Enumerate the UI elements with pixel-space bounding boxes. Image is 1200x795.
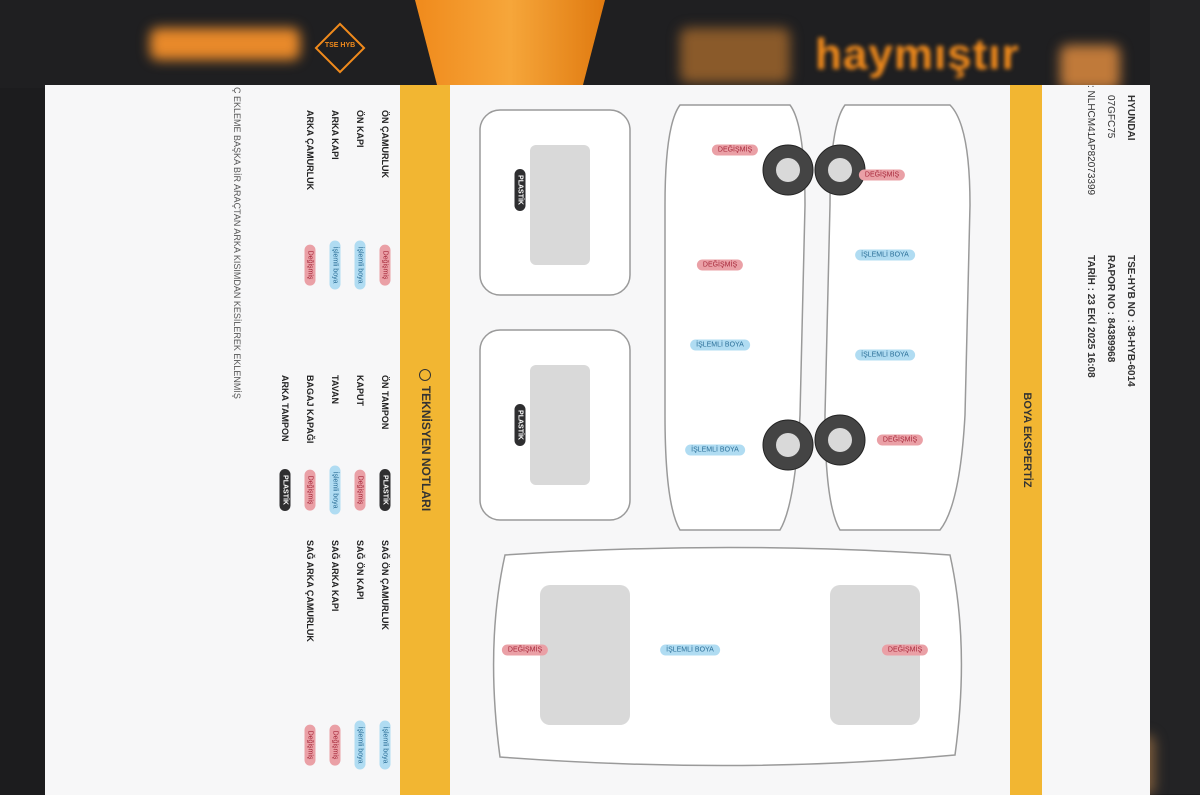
note-part-label: ÖN ÇAMURLUK — [380, 110, 390, 178]
diagram-status-badge: DEĞİŞMİŞ — [881, 644, 929, 656]
info-report-no: RAPOR NO : 84389968 — [1105, 255, 1116, 363]
diagram-status-badge: PLASTİK — [514, 404, 526, 446]
blurred-emblem — [680, 28, 790, 83]
diagram-status-badge: İŞLEMLİ BOYA — [660, 644, 720, 656]
brand-logo: haymıştır — [815, 30, 1020, 79]
note-status-badge: İşlemli boya — [354, 240, 366, 290]
note-part-label: SAĞ ARKA KAPI — [330, 540, 340, 612]
note-part-label: ARKA KAPI — [330, 110, 340, 160]
notes-title-wrap: TEKNİSYEN NOTLARI — [419, 85, 433, 795]
diagram-status-badge: İŞLEMLİ BOYA — [855, 349, 915, 361]
diagram-status-badge: DEĞİŞMİŞ — [501, 644, 549, 656]
note-status-badge: Değişmiş — [379, 244, 391, 286]
diagram-status-badge: İŞLEMLİ BOYA — [685, 444, 745, 456]
tse-logo-text: TSE HYB — [324, 42, 356, 49]
right-dark-edge — [1150, 0, 1200, 794]
note-status-badge: PLASTİK — [279, 469, 291, 511]
info-tse-no: TSE-HYB NO : 38-HYB-6014 — [1125, 255, 1136, 387]
notes-title: TEKNİSYEN NOTLARI — [419, 385, 433, 512]
note-part-label: ARKA TAMPON — [280, 375, 290, 442]
diagram-status-badge: İŞLEMLİ BOYA — [690, 339, 750, 351]
note-part-label: ÖN TAMPON — [380, 375, 390, 430]
diagram-status-badge: DEĞİŞMİŞ — [858, 169, 906, 181]
diagram-status-badge: DEĞİŞMİŞ — [876, 434, 924, 446]
note-status-badge: Değişmiş — [354, 469, 366, 511]
note-icon — [419, 368, 432, 381]
note-status-badge: İşlemli boya — [329, 240, 341, 290]
note-part-label: ARKA ÇAMURLUK — [305, 110, 315, 191]
info-vin: : NLHCM41AP82073399 — [1085, 85, 1096, 196]
car-diagrams — [479, 104, 971, 767]
diagram-status-badge: DEĞİŞMİŞ — [696, 259, 744, 271]
section-title: BOYA EKSPERTİZ — [1021, 392, 1033, 488]
note-part-label: SAĞ ÖN KAPI — [355, 540, 365, 600]
note-status-badge: Değişmiş — [304, 724, 316, 766]
note-part-label: SAĞ ÖN ÇAMURLUK — [380, 540, 390, 630]
note-status-badge: Değişmiş — [304, 244, 316, 286]
note-part-label: BAGAJ KAPAĞI — [305, 375, 315, 444]
orange-banner — [415, 0, 605, 88]
note-status-badge: İşlemli boya — [354, 720, 366, 770]
note-status-badge: PLASTİK — [379, 469, 391, 511]
note-status-badge: Değişmiş — [329, 724, 341, 766]
note-part-label: ÖN KAPI — [355, 110, 365, 148]
info-plate: 07GFC75 — [1105, 95, 1116, 139]
note-part-label: SAĞ ARKA ÇAMURLUK — [305, 540, 315, 642]
info-date: TARİH : 23 EKİ 2025 16:08 — [1085, 255, 1096, 378]
diagram-status-badge: DEĞİŞMİŞ — [711, 144, 759, 156]
diagram-status-badge: İŞLEMLİ BOYA — [855, 249, 915, 261]
note-part-label: KAPUT — [355, 375, 365, 406]
inspection-document: HYUNDAI 07GFC75 : NLHCM41AP82073399 TSE-… — [45, 85, 1150, 795]
blurred-logo — [150, 28, 300, 60]
footnote: Ç EKLEME BAŞKA BİR ARAÇTAN ARKA KISIMDAN… — [232, 87, 242, 399]
diagram-status-badge: PLASTİK — [514, 169, 526, 211]
note-status-badge: İşlemli boya — [379, 720, 391, 770]
note-status-badge: İşlemli boya — [329, 465, 341, 515]
blurred-logo-2 — [1060, 45, 1120, 90]
info-brand: HYUNDAI — [1125, 95, 1136, 141]
note-status-badge: Değişmiş — [304, 469, 316, 511]
note-part-label: TAVAN — [330, 375, 340, 404]
